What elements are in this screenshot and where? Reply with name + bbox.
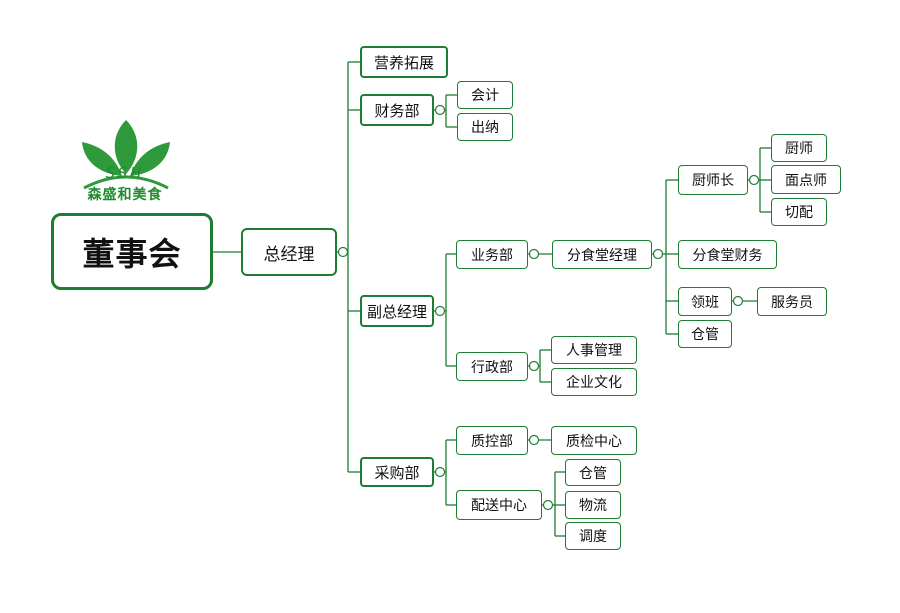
quality-dot (528, 434, 540, 446)
quality-control-node: 质控部 (456, 426, 528, 455)
distribution-center-node: 配送中心 (456, 490, 542, 520)
waiter-node: 服务员 (757, 287, 827, 316)
dispatch-node: 调度 (565, 522, 621, 550)
warehouse-node-1: 仓管 (678, 320, 732, 348)
general-manager-node: 总经理 (241, 228, 337, 276)
food-prep-node: 切配 (771, 198, 827, 226)
corporate-culture-node: 企业文化 (551, 368, 637, 396)
business-dept-node: 业务部 (456, 240, 528, 269)
board-node: 董事会 (51, 213, 213, 290)
purchasing-dept-node: 采购部 (360, 457, 434, 487)
branch-finance-node: 分食堂财务 (678, 240, 777, 269)
foreman-dot (732, 295, 744, 307)
nutrition-expansion-node: 营养拓展 (360, 46, 448, 78)
warehouse-node-2: 仓管 (565, 459, 621, 486)
manager-branch-dot (652, 248, 664, 260)
cashier-node: 出纳 (457, 113, 513, 141)
purchasing-branch-dot (434, 466, 446, 478)
hr-management-node: 人事管理 (551, 336, 637, 364)
admin-dept-node: 行政部 (456, 352, 528, 381)
pastry-chef-node: 面点师 (771, 165, 841, 194)
headchef-branch-dot (748, 174, 760, 186)
chef-node: 厨师 (771, 134, 827, 162)
inspection-center-node: 质检中心 (551, 426, 637, 455)
leaf-logo-icon (82, 120, 170, 190)
logo-mark-text: SSH (105, 164, 145, 182)
foreman-node: 领班 (678, 287, 732, 316)
business-dot (528, 248, 540, 260)
head-chef-node: 厨师长 (678, 165, 748, 195)
deputy-branch-dot (434, 305, 446, 317)
logistics-node: 物流 (565, 491, 621, 519)
finance-branch-dot (434, 104, 446, 116)
finance-dept-node: 财务部 (360, 94, 434, 126)
distribution-branch-dot (542, 499, 554, 511)
gm-branch-dot (337, 246, 349, 258)
admin-branch-dot (528, 360, 540, 372)
deputy-gm-node: 副总经理 (360, 295, 434, 327)
brand-name: 森盛和美食 (87, 187, 163, 203)
accounting-node: 会计 (457, 81, 513, 109)
branch-manager-node: 分食堂经理 (552, 240, 652, 269)
